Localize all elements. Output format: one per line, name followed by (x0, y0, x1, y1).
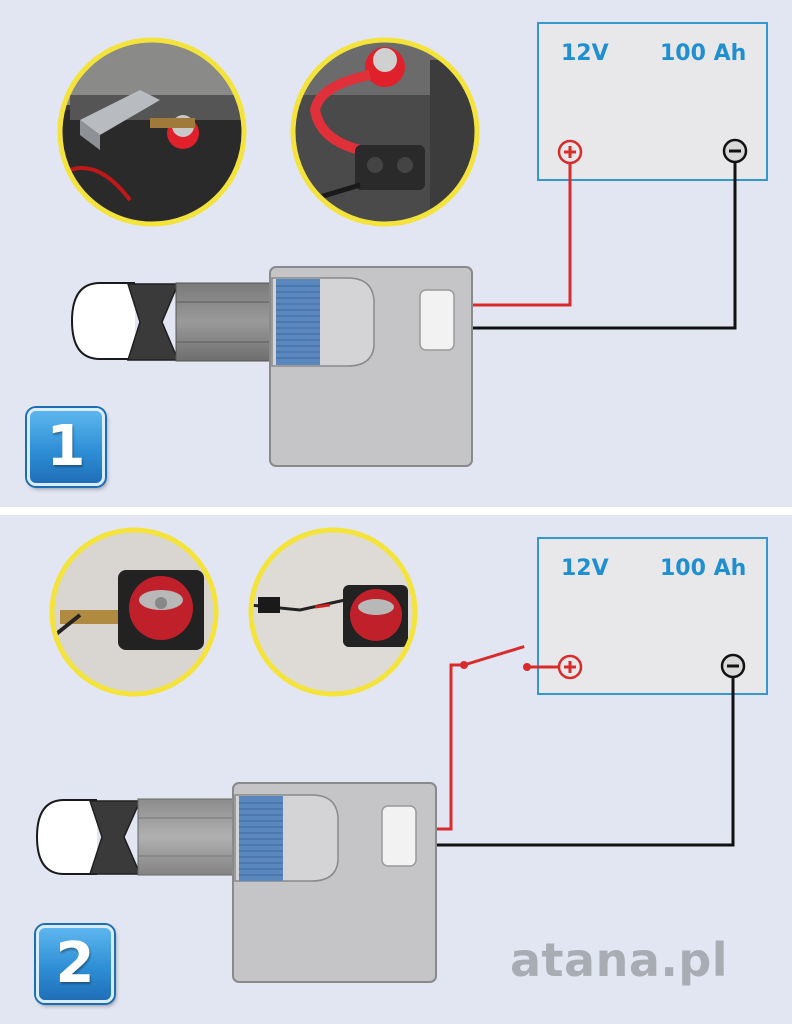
negative-wire (473, 162, 737, 330)
negative-terminal (720, 653, 746, 679)
negative-wire (437, 677, 735, 847)
battery-capacity-label: 100 Ah (660, 556, 747, 581)
step-number-badge: 1 (27, 408, 105, 486)
battery-capacity-label: 100 Ah (660, 41, 747, 66)
battery-voltage-label: 12V (561, 41, 609, 66)
watermark-logo: atana.pl (510, 933, 729, 987)
photo-battery-terminal-fuse (290, 37, 480, 227)
device-indicator (419, 289, 455, 351)
photo-battery-terminal-clamp (57, 37, 247, 227)
photo-battery-switch-fuse (248, 527, 418, 697)
step-number-badge: 2 (36, 925, 114, 1003)
step-1-panel: 12V 100 Ah 1 (0, 0, 792, 507)
battery-voltage-label: 12V (561, 556, 609, 581)
positive-wire (473, 163, 572, 307)
step-2-panel: 12V 100 Ah 2 (0, 515, 792, 1024)
device-indicator (381, 805, 417, 867)
photo-battery-disconnect-switch (49, 527, 219, 697)
positive-wire (437, 663, 464, 831)
charger-device (269, 266, 473, 467)
step-1-diagram (57, 22, 768, 467)
power-plug (35, 798, 241, 876)
disconnect-switch (460, 645, 531, 671)
charger-device (232, 782, 437, 983)
step-2-diagram (35, 527, 768, 983)
power-plug (70, 282, 279, 362)
negative-terminal (722, 138, 748, 164)
